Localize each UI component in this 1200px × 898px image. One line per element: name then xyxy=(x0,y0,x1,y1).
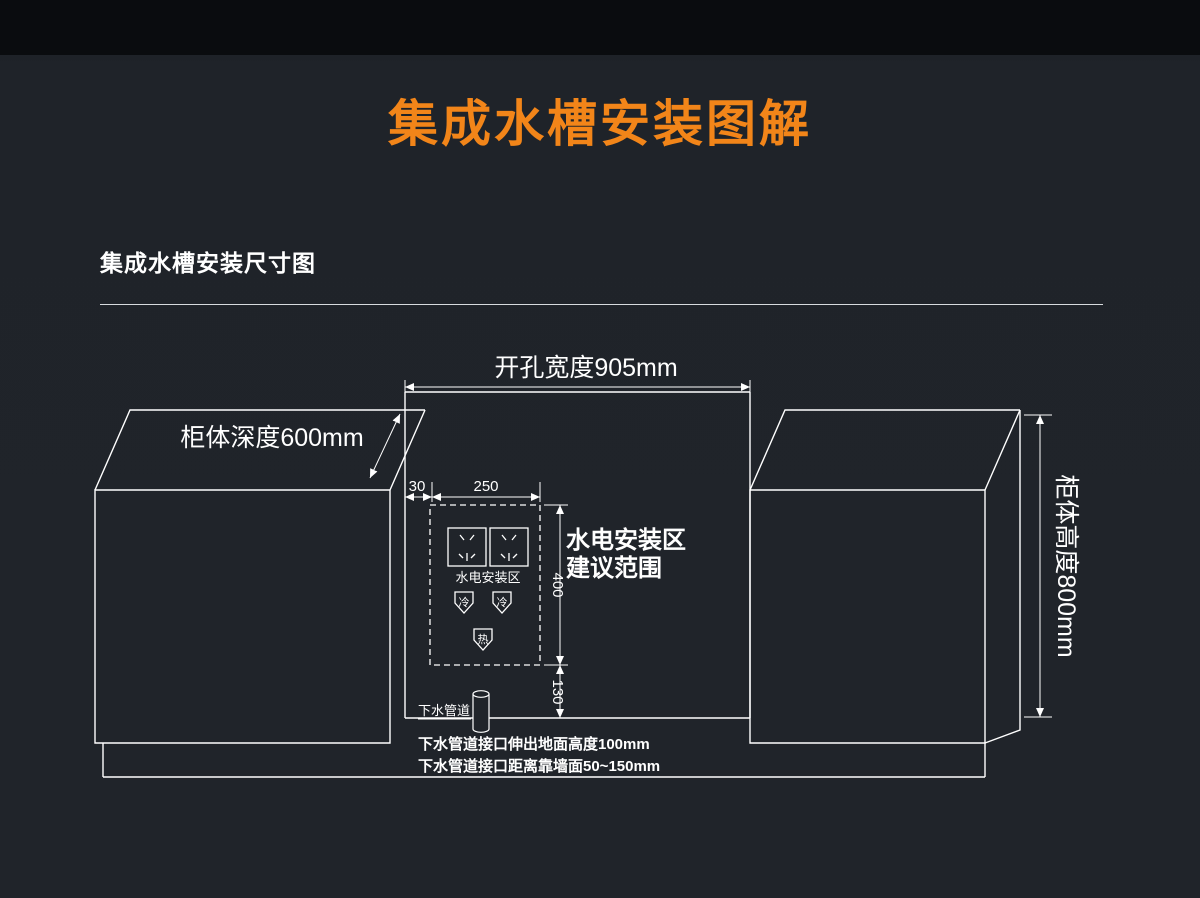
cold-badge-label-2: 冷 xyxy=(497,596,508,609)
socket-outlet-1 xyxy=(447,527,487,567)
dim-opening-width-lines xyxy=(404,380,751,392)
dim-130-label: 130 xyxy=(549,679,566,704)
cold-badge-label-1: 冷 xyxy=(459,596,470,609)
dim-cabinet-depth-label: 柜体深度600mm xyxy=(180,424,363,452)
drain-pipe xyxy=(418,690,490,733)
base-plinth xyxy=(102,743,986,778)
dim-cabinet-height-lines xyxy=(1024,414,1052,718)
right-cabinet xyxy=(749,409,1021,744)
cold-water-badge-2 xyxy=(492,591,512,614)
dim-cabinet-height-label: 柜体高度800mm xyxy=(1052,474,1080,657)
dim-400-label: 400 xyxy=(549,572,566,597)
hot-water-badge xyxy=(473,628,493,651)
cold-water-badge-1 xyxy=(454,591,474,614)
drain-pipe-label: 下水管道 xyxy=(418,703,470,718)
electrical-zone-dashed-box xyxy=(429,504,541,666)
installation-dimension-diagram: 开孔宽度905mm 柜体深度600mm 柜体高度800mm 30 250 400… xyxy=(94,354,1080,778)
zone-note-line2: 建议范围 xyxy=(566,555,662,582)
zone-note-line1: 水电安装区 xyxy=(566,526,686,554)
hot-badge-label: 热 xyxy=(478,633,489,646)
dim-opening-width-label: 开孔宽度905mm xyxy=(494,354,677,382)
note-pipe-height: 下水管道接口伸出地面高度100mm xyxy=(418,735,650,753)
dim-30-label: 30 xyxy=(409,478,426,495)
section-divider-line xyxy=(100,304,1103,305)
note-pipe-distance: 下水管道接口距离靠墙面50~150mm xyxy=(418,757,660,775)
socket-zone-label: 水电安装区 xyxy=(455,570,520,585)
section-heading: 集成水槽安装尺寸图 xyxy=(100,250,316,276)
socket-outlet-2 xyxy=(489,527,529,567)
dim-30-250-lines xyxy=(405,482,541,502)
left-cabinet xyxy=(94,409,426,744)
dim-cabinet-depth-lines xyxy=(369,413,401,479)
dim-250-label: 250 xyxy=(473,478,498,495)
page-title: 集成水槽安装图解 xyxy=(388,96,812,152)
top-band xyxy=(0,0,1200,55)
